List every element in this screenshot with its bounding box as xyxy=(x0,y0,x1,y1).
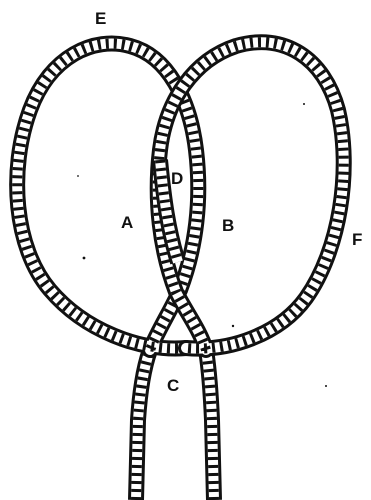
label-f: F xyxy=(352,230,362,249)
label-c: C xyxy=(167,376,179,395)
label-e: E xyxy=(95,9,106,28)
label-a: A xyxy=(121,213,133,232)
label-b: B xyxy=(222,216,234,235)
rope-left-leg xyxy=(136,350,150,500)
label-d: D xyxy=(171,169,183,188)
rope-right-leg xyxy=(206,350,214,500)
rope-loop-right xyxy=(158,42,344,350)
